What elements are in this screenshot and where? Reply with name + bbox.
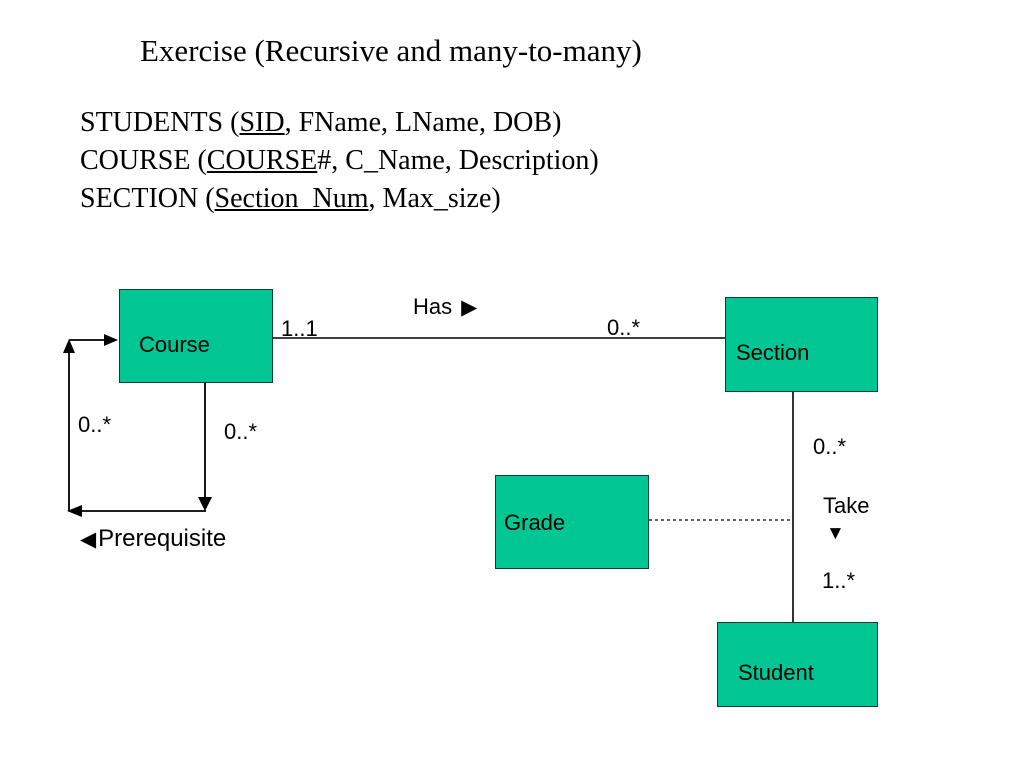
schema-suffix: , Max_size): [368, 183, 501, 214]
has-name: Has: [413, 294, 453, 319]
take-section-multiplicity: 0..*: [813, 434, 847, 459]
has-relationship-label: Has ▶: [413, 294, 478, 319]
schema-suffix: #, C_Name, Description): [317, 145, 599, 176]
left-triangle-icon: ◀: [80, 528, 97, 551]
schema-prefix: SECTION (: [80, 183, 215, 214]
entity-student: Student: [717, 622, 878, 707]
schema-line-course: COURSE (COURSE#, C_Name, Description): [80, 142, 599, 180]
schema-line-students: STUDENTS (SID, FName, LName, DOB): [80, 104, 599, 142]
relational-schema: STUDENTS (SID, FName, LName, DOB) COURSE…: [80, 104, 599, 218]
schema-primary-key: SID: [239, 107, 285, 138]
slide-title: Exercise (Recursive and many-to-many): [140, 33, 642, 68]
right-triangle-icon: ▶: [461, 296, 478, 319]
take-relationship-label: Take: [823, 493, 870, 518]
prerequisite-name: Prerequisite: [98, 525, 227, 552]
schema-prefix: COURSE (: [80, 145, 207, 176]
prerequisite-into-course-arrow-icon: [104, 334, 118, 346]
entity-label: Grade: [504, 510, 566, 535]
prerequisite-left-multiplicity: 0..*: [78, 412, 112, 437]
entity-label: Student: [738, 660, 814, 685]
schema-suffix: , FName, LName, DOB): [284, 107, 562, 138]
down-triangle-icon: ▼: [826, 523, 845, 544]
entity-grade: Grade: [495, 475, 649, 569]
prerequisite-bottom-multiplicity: 0..*: [224, 419, 258, 444]
prerequisite-relationship-label: ◀Prerequisite: [80, 527, 226, 551]
schema-primary-key: Section_Num: [214, 183, 369, 214]
schema-line-section: SECTION (Section_Num, Max_size): [80, 180, 599, 218]
schema-prefix: STUDENTS (: [80, 107, 240, 138]
take-student-multiplicity: 1..*: [822, 568, 856, 593]
has-section-multiplicity: 0..*: [607, 315, 641, 340]
entity-course: Course: [119, 289, 273, 383]
schema-primary-key: COURSE: [206, 145, 318, 176]
entity-label: Section: [736, 340, 810, 365]
prerequisite-left-arrow-icon: [67, 505, 82, 517]
has-course-multiplicity: 1..1: [281, 316, 318, 341]
prerequisite-up-arrow-icon: [63, 339, 75, 353]
entity-section: Section: [725, 297, 878, 392]
prerequisite-down-arrow-icon: [198, 497, 212, 511]
entity-label: Course: [139, 332, 210, 357]
